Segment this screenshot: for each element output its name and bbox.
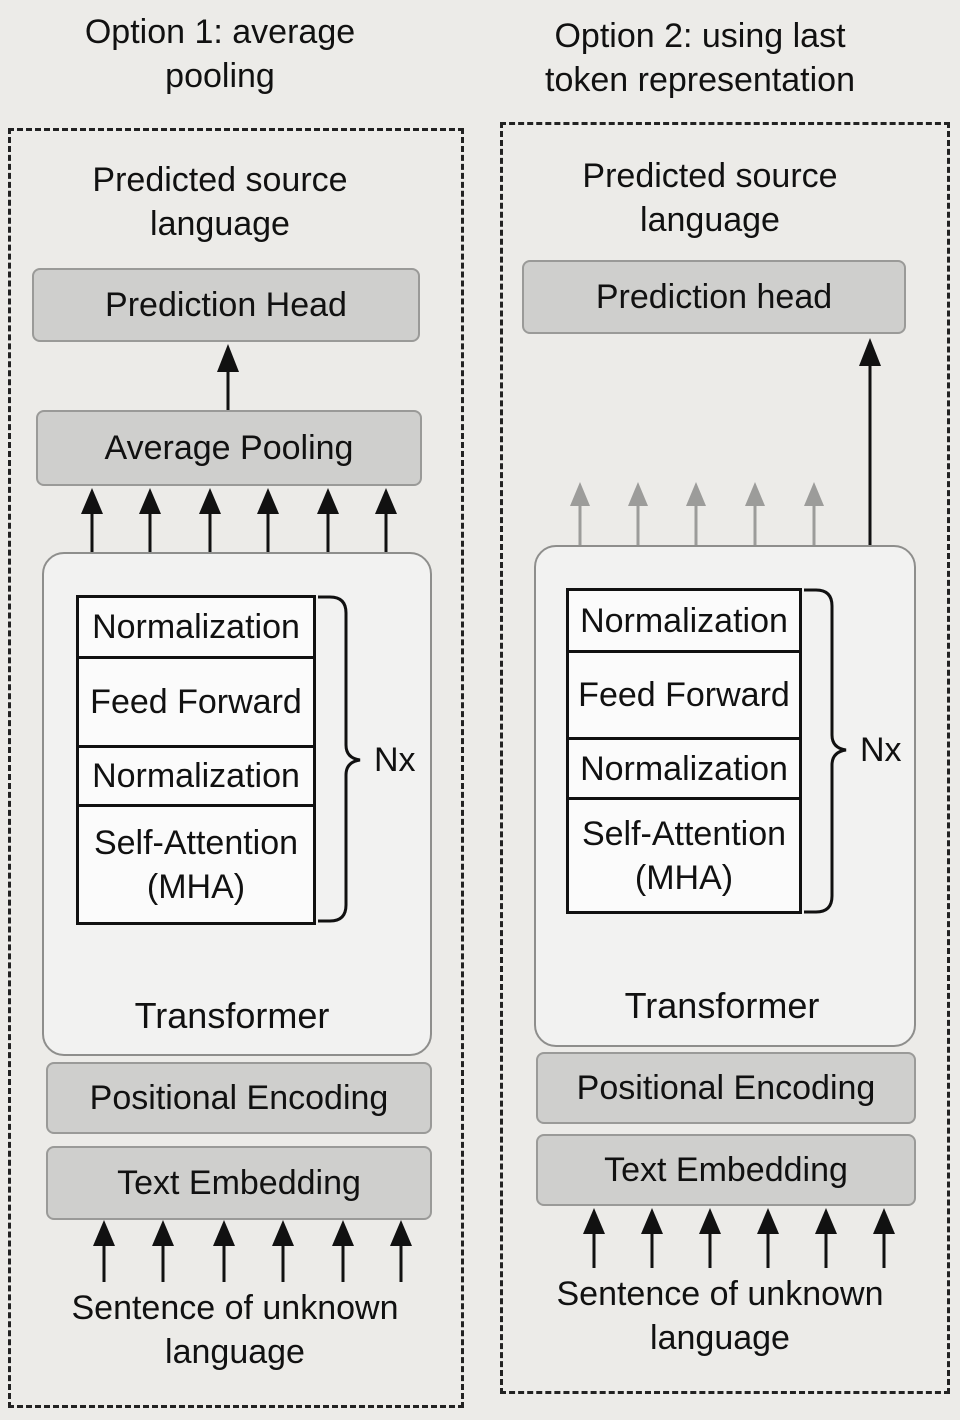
option1-text-embedding: Text Embedding [46, 1146, 432, 1220]
option2-input-line2: language [650, 1319, 790, 1357]
option1-pool-to-head-arrow [217, 344, 239, 410]
option1-output-line2: language [150, 205, 290, 243]
option1-repeat-brace [318, 595, 361, 923]
option1-normalization-top: Normalization [79, 598, 313, 659]
option1-input-line1: Sentence of unknown [71, 1289, 399, 1327]
option1-output-label: Predicted source language [30, 158, 410, 246]
option2-text-embedding: Text Embedding [536, 1134, 916, 1206]
option2-normalization-bottom: Normalization [569, 740, 799, 800]
option2-normalization-top: Normalization [569, 591, 799, 653]
option2-title-line1: Option 2: using last [554, 17, 846, 55]
option2-input-line1: Sentence of unknown [556, 1275, 884, 1313]
option1-input-line2: language [165, 1333, 305, 1371]
option2-self-attention: Self-Attention (MHA) [581, 814, 787, 897]
option2-transformer-label: Transformer [624, 985, 820, 1026]
option1-panel [8, 128, 464, 1408]
option1-transformer-label: Transformer [134, 995, 330, 1036]
option2-output-line1: Predicted source [582, 157, 838, 195]
option1-normalization-bottom: Normalization [79, 748, 313, 807]
option2-nx-label: Nx [860, 731, 902, 769]
option1-input-label: Sentence of unknown language [30, 1286, 440, 1374]
option1-feed-forward: Feed Forward [79, 659, 313, 748]
option1-title-line2: pooling [165, 57, 275, 95]
option1-title-line1: Option 1: average [84, 13, 356, 51]
option1-transformer-to-pooling-arrows [81, 488, 397, 552]
option1-output-line1: Predicted source [92, 161, 348, 199]
option1-input-arrows [93, 1220, 412, 1282]
option2-title-line2: token representation [545, 61, 855, 99]
option2-prediction-head: Prediction head [522, 260, 906, 334]
option2-title: Option 2: using last token representatio… [520, 14, 880, 102]
option2-output-label: Predicted source language [520, 154, 900, 242]
option1-self-attention: Self-Attention (MHA) [93, 823, 299, 906]
option2-panel [500, 122, 950, 1394]
option2-feed-forward: Feed Forward [569, 653, 799, 740]
option2-output-line2: language [640, 201, 780, 239]
option2-last-token-arrow [859, 338, 881, 545]
option1-average-pooling: Average Pooling [36, 410, 422, 486]
option1-positional-encoding: Positional Encoding [46, 1062, 432, 1134]
option1-prediction-head: Prediction Head [32, 268, 420, 342]
option1-title: Option 1: average pooling [40, 10, 400, 98]
option2-input-arrows [583, 1208, 895, 1268]
option2-input-label: Sentence of unknown language [520, 1272, 920, 1360]
option2-layer-stack: Normalization Feed Forward Normalization… [566, 588, 802, 914]
option1-nx-label: Nx [374, 741, 416, 779]
option2-unused-token-arrows [570, 482, 824, 545]
option2-positional-encoding: Positional Encoding [536, 1052, 916, 1124]
option2-repeat-brace [804, 588, 847, 914]
option1-layer-stack: Normalization Feed Forward Normalization… [76, 595, 316, 925]
